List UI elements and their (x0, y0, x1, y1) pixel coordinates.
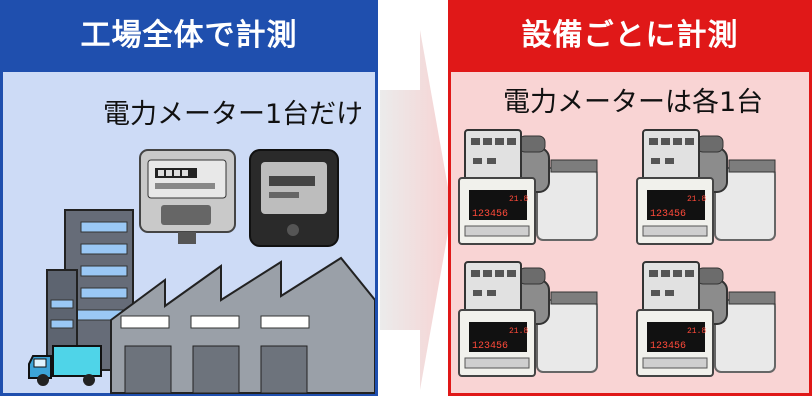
equipment-meter-unit: 21.8 123456 (636, 261, 776, 377)
whole-factory-caption: 電力メーター1台だけ (103, 99, 364, 130)
equipment-meter-unit: 21.8 123456 (458, 129, 598, 245)
equipment-meter-unit: 21.8 123456 (636, 129, 776, 245)
analog-meter-icon (139, 149, 236, 244)
transition-arrow-icon (380, 30, 452, 390)
per-equipment-panel: 設備ごとに計測 電力メーターは各1台 21.8 (448, 0, 812, 396)
meter-readout-top: 21.8 (687, 195, 706, 204)
digital-meter-icon (249, 149, 339, 247)
whole-factory-panel: 工場全体で計測 電力メーター1台だけ (0, 0, 378, 396)
meter-readout-bottom: 123456 (472, 209, 508, 220)
whole-factory-title: 工場全体で計測 (0, 0, 378, 72)
meter-readout-bottom: 123456 (472, 341, 508, 352)
per-equipment-caption: 電力メーターは各1台 (503, 87, 764, 118)
meter-readout-bottom: 123456 (650, 341, 686, 352)
factory-illustration (28, 149, 375, 394)
truck-icon (28, 345, 102, 386)
equipment-meters-illustration: 21.8 123456 21.8 123456 21.8 123456 21.8… (458, 129, 776, 377)
meter-readout-top: 21.8 (509, 195, 528, 204)
equipment-meter-unit: 21.8 123456 (458, 261, 598, 377)
per-equipment-title: 設備ごとに計測 (448, 0, 812, 72)
meter-readout-top: 21.8 (687, 327, 706, 336)
meter-readout-top: 21.8 (509, 327, 528, 336)
meter-readout-bottom: 123456 (650, 209, 686, 220)
factory-building-icon (110, 256, 375, 394)
